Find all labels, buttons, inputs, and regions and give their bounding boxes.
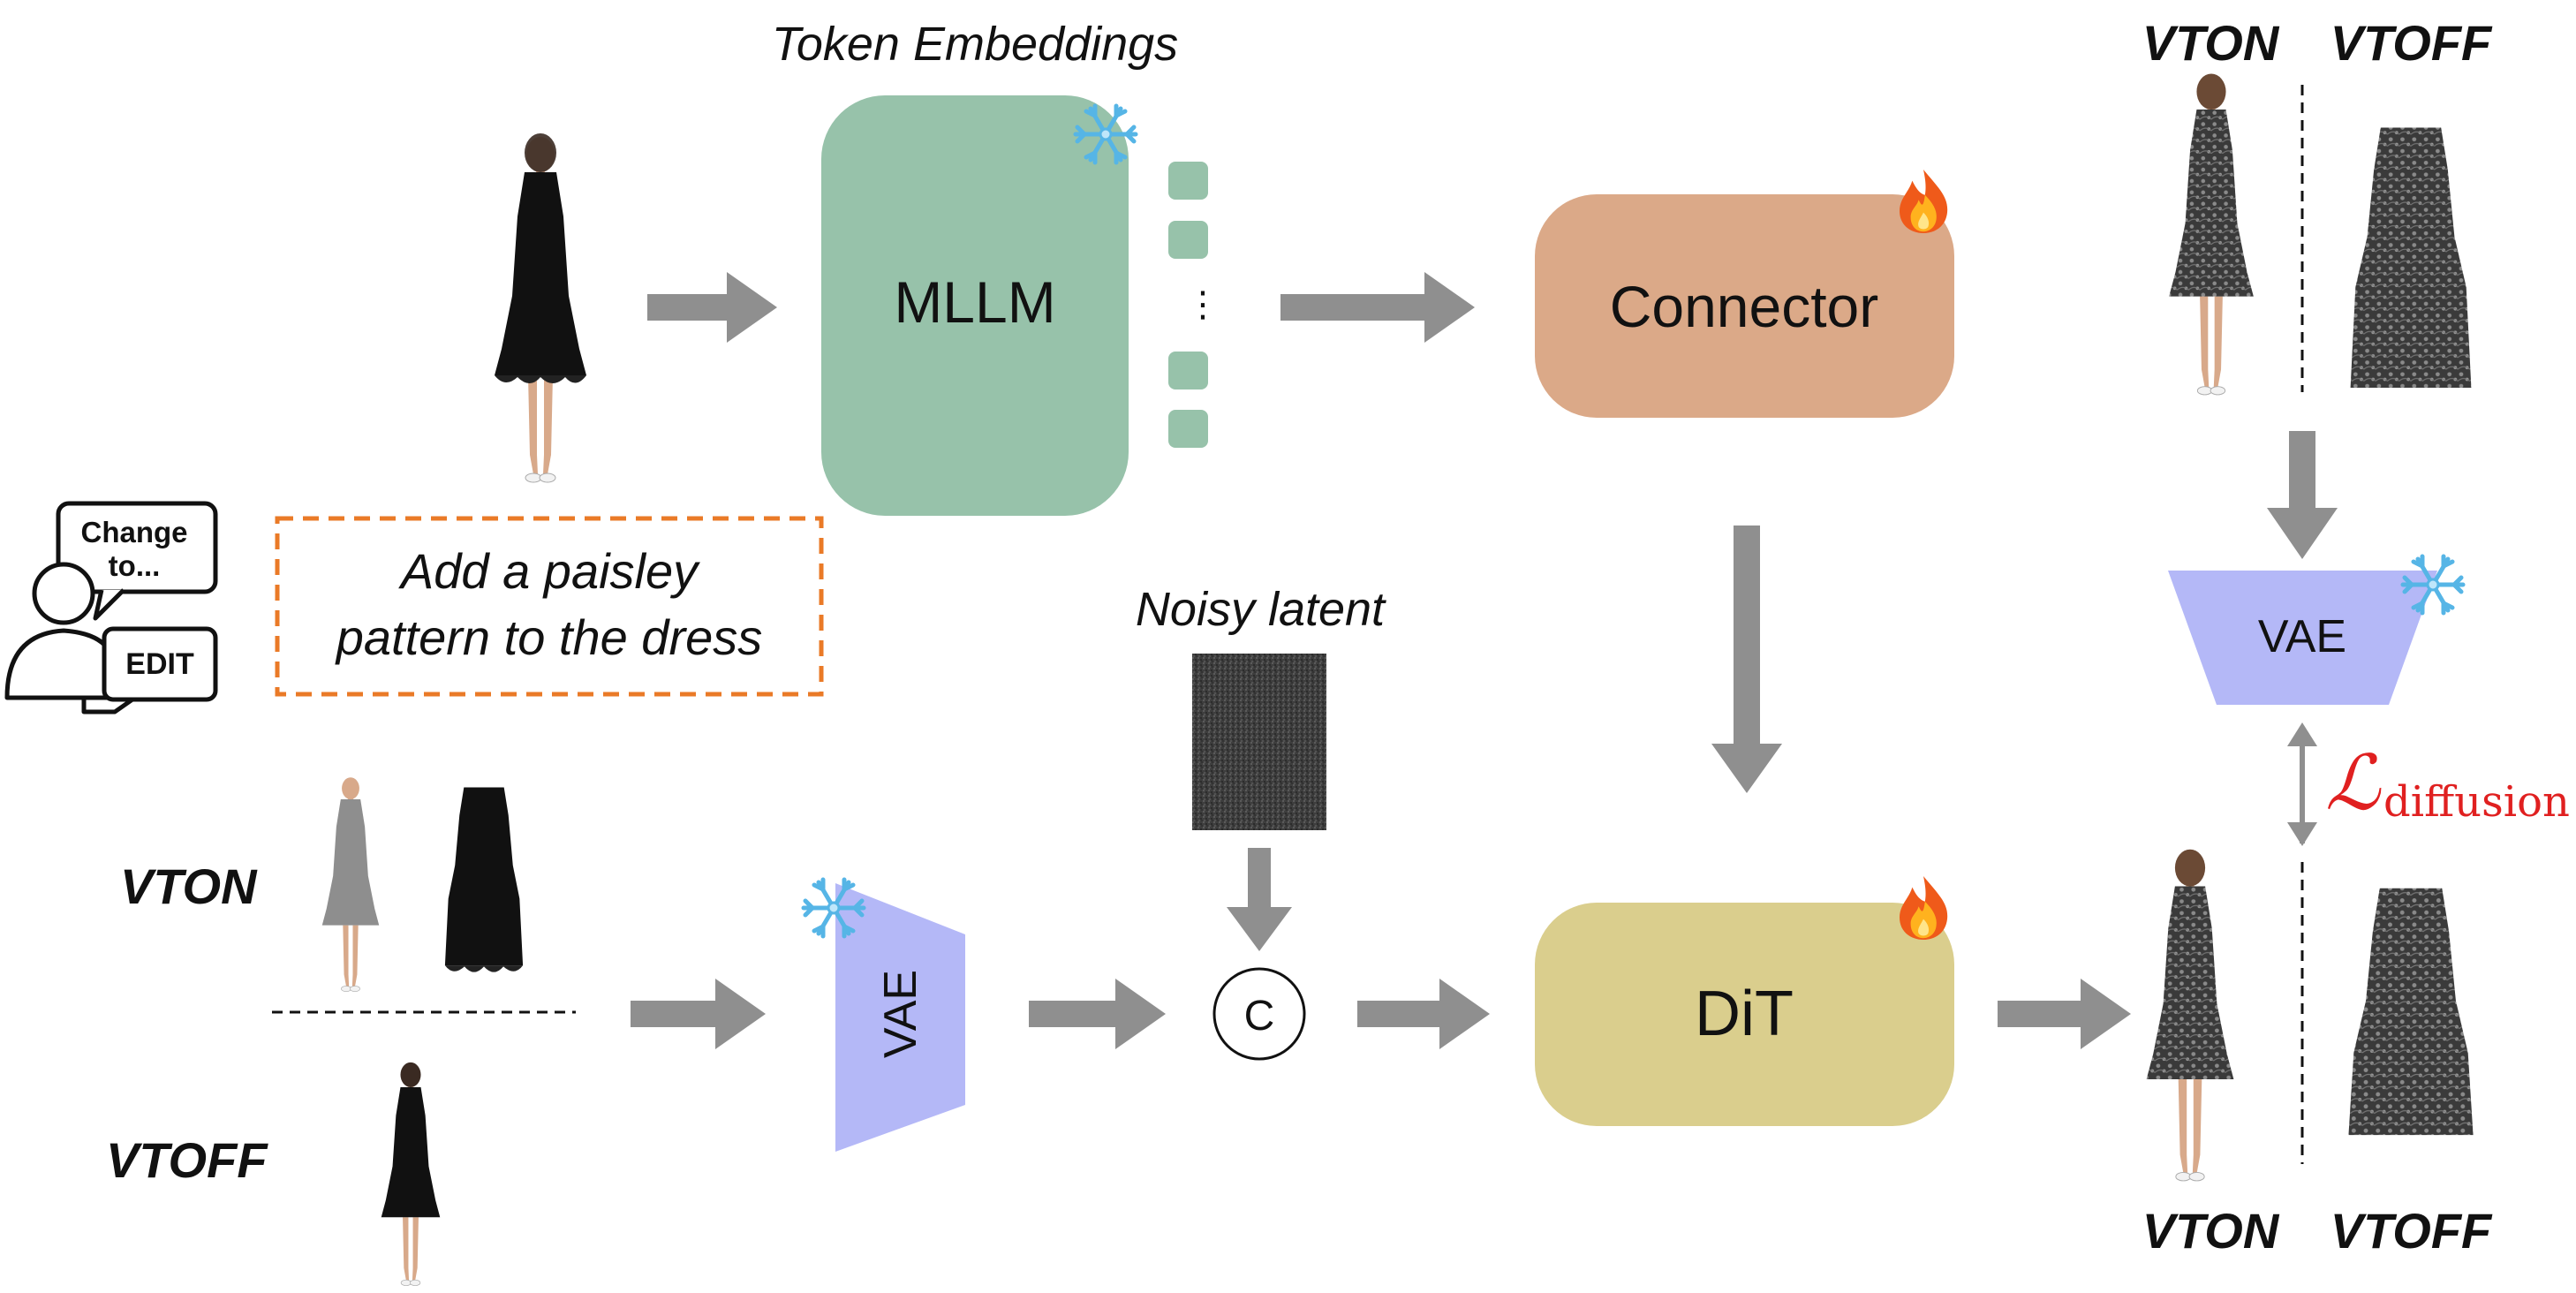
loss-subscript: diffusion: [2383, 777, 2570, 827]
target-vtoff-image: [2350, 127, 2472, 388]
input-model-image: [495, 133, 586, 483]
arrow-input-to-mllm: [647, 272, 777, 343]
prompt-line-1: Add a paisley: [398, 543, 700, 599]
token-embedding: [1168, 410, 1208, 448]
arrow-vae-to-concat: [1029, 979, 1166, 1049]
mllm-block: MLLM: [821, 95, 1129, 516]
vae-encoder-left: VAE: [835, 883, 965, 1152]
vae-left-label: VAE: [875, 970, 926, 1058]
user-speech-icon: Change to... EDIT: [4, 501, 218, 715]
input-vtoff-label: VTOFF: [106, 1132, 268, 1188]
arrow-connector-to-dit: [1711, 526, 1782, 793]
output-vtoff-image: [2348, 888, 2474, 1136]
edit-label: EDIT: [125, 647, 194, 681]
connector-label: Connector: [1610, 274, 1879, 339]
vae-encoder-top: VAE: [2168, 571, 2437, 705]
token-ellipsis: ⋮: [1185, 285, 1220, 324]
concat-node: C: [1212, 967, 1306, 1061]
edit-prompt-box: Add a paisley pattern to the dress: [275, 516, 824, 697]
vae-top-label: VAE: [2258, 611, 2346, 662]
token-embedding: [1168, 162, 1208, 200]
noisy-latent-label: Noisy latent: [1136, 583, 1386, 636]
input-vton-garment: [444, 787, 524, 972]
output-vtoff-label: VTOFF: [2330, 1203, 2493, 1259]
arrow-target-to-vae: [2267, 431, 2338, 559]
output-vton-image: [2146, 849, 2234, 1182]
connector-block: Connector: [1535, 194, 1954, 418]
output-vton-label: VTON: [2142, 1203, 2280, 1259]
dit-block: DiT: [1535, 903, 1954, 1126]
token-embedding: [1168, 221, 1208, 259]
token-embeddings: [1168, 162, 1208, 448]
loss-double-arrow: [2287, 722, 2317, 846]
arrows: [631, 272, 2338, 1049]
arrow-concat-to-dit: [1357, 979, 1490, 1049]
bubble-line-1: Change: [80, 516, 187, 548]
arrow-inputs-to-vae: [631, 979, 766, 1049]
arrow-noise-to-concat: [1227, 848, 1292, 951]
target-vtoff-label: VTOFF: [2330, 15, 2493, 71]
arrow-mllm-to-connector: [1280, 272, 1475, 343]
token-embeddings-label: Token Embeddings: [772, 18, 1178, 71]
target-vton-label: VTON: [2142, 15, 2280, 71]
dit-trainable-fire-icon: [1900, 876, 1948, 940]
concat-label: C: [1244, 993, 1275, 1040]
noisy-latent-image: [1192, 654, 1326, 830]
input-vton-masked-model: [321, 776, 380, 992]
bubble-line-2: to...: [109, 549, 161, 582]
input-vton-label: VTON: [120, 858, 258, 914]
token-embedding: [1168, 352, 1208, 389]
mllm-label: MLLM: [894, 269, 1055, 335]
target-vton-image: [2169, 73, 2254, 396]
connector-trainable-fire-icon: [1900, 170, 1948, 233]
diffusion-loss: ℒ diffusion: [2325, 739, 2570, 828]
loss-symbol: ℒ: [2325, 739, 2382, 828]
input-vtoff-model: [381, 1062, 441, 1286]
prompt-line-2: pattern to the dress: [335, 609, 763, 665]
dit-label: DiT: [1695, 979, 1794, 1049]
arrow-dit-to-output: [1998, 979, 2131, 1049]
